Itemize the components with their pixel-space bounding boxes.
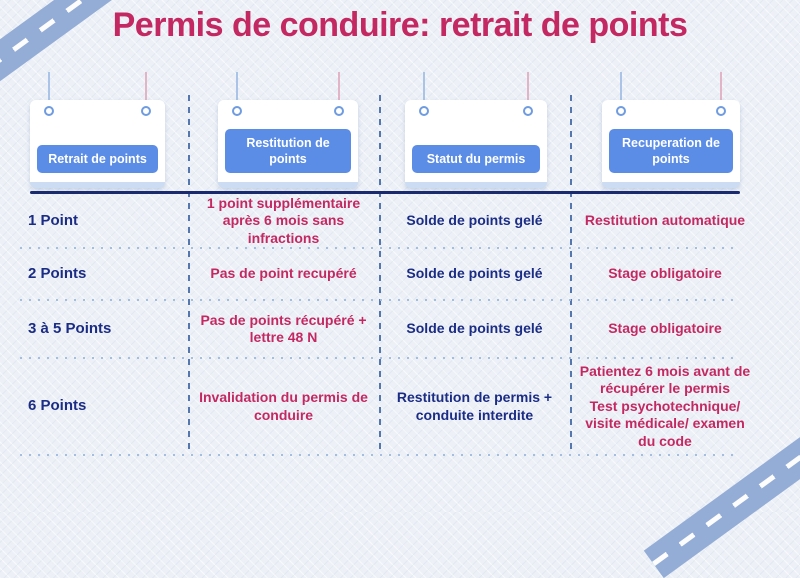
hanger-string [48, 72, 50, 102]
cell-recuperation: Stage obligatoire [608, 320, 722, 337]
column-header-sign-recuperation: Recuperation de points [602, 72, 740, 188]
column-header-label: Restitution de points [225, 128, 351, 173]
cell-recuperation: Restitution automatique [584, 212, 746, 229]
column-header-label: Statut du permis [412, 144, 540, 173]
sign-card: Retrait de points [30, 100, 165, 188]
cell-restitution: Pas de point recupéré [210, 265, 357, 282]
cell-statut: Solde de points gelé [406, 320, 543, 337]
column-header-sign-restitution: Restitution de points [218, 72, 358, 188]
hanger-string [620, 72, 622, 102]
row-separator-dotted [20, 299, 740, 301]
sign-card: Restitution de points [218, 100, 358, 188]
table-row: 1 Point 1 point supplémentaire après 6 m… [0, 194, 760, 248]
cell-points: 1 Point [28, 211, 79, 229]
pin-ring-icon [523, 106, 533, 116]
sign-card: Recuperation de points [602, 100, 740, 188]
column-separator-dashed [379, 95, 381, 455]
cell-recuperation: Stage obligatoire [608, 265, 722, 282]
cell-restitution: Invalidation du permis de conduire [199, 389, 368, 423]
header-divider-line [30, 191, 740, 194]
row-separator-dotted [20, 247, 740, 249]
row-separator-dotted [20, 454, 740, 456]
cell-statut: Solde de points gelé [406, 212, 543, 229]
pin-ring-icon [232, 106, 242, 116]
column-separator-dashed [188, 95, 190, 455]
hanger-string [720, 72, 722, 102]
cell-restitution: 1 point supplémentaire après 6 mois sans… [206, 194, 361, 246]
table-row: 2 Points Pas de point recupéré Solde de … [0, 248, 760, 300]
cell-points: 3 à 5 Points [28, 319, 112, 337]
cell-statut: Restitution de permis + conduite interdi… [396, 389, 553, 423]
column-header-sign-retrait: Retrait de points [30, 72, 165, 188]
pin-ring-icon [141, 106, 151, 116]
pin-ring-icon [616, 106, 626, 116]
pin-ring-icon [419, 106, 429, 116]
cell-recuperation: Patientez 6 mois avant de récupérer le p… [579, 362, 751, 449]
pin-ring-icon [44, 106, 54, 116]
row-separator-dotted [20, 357, 740, 359]
hanger-string [423, 72, 425, 102]
hanger-string [338, 72, 340, 102]
hanger-string [236, 72, 238, 102]
cell-points: 2 Points [28, 264, 87, 282]
hanger-string [527, 72, 529, 102]
table-row: 3 à 5 Points Pas de points récupéré + le… [0, 300, 760, 358]
sign-card: Statut du permis [405, 100, 547, 188]
cell-points: 6 Points [28, 397, 87, 415]
page-title: Permis de conduire: retrait de points [112, 6, 688, 44]
column-header-label: Recuperation de points [609, 128, 733, 173]
cell-statut: Solde de points gelé [406, 265, 543, 282]
column-header-label: Retrait de points [37, 144, 158, 173]
column-separator-dashed [570, 95, 572, 455]
points-table: 1 Point 1 point supplémentaire après 6 m… [0, 194, 760, 455]
cell-restitution: Pas de points récupéré + lettre 48 N [200, 311, 367, 346]
column-header-sign-statut: Statut du permis [405, 72, 547, 188]
table-row: 6 Points Invalidation du permis de condu… [0, 358, 760, 455]
hanger-string [145, 72, 147, 102]
pin-ring-icon [334, 106, 344, 116]
pin-ring-icon [716, 106, 726, 116]
